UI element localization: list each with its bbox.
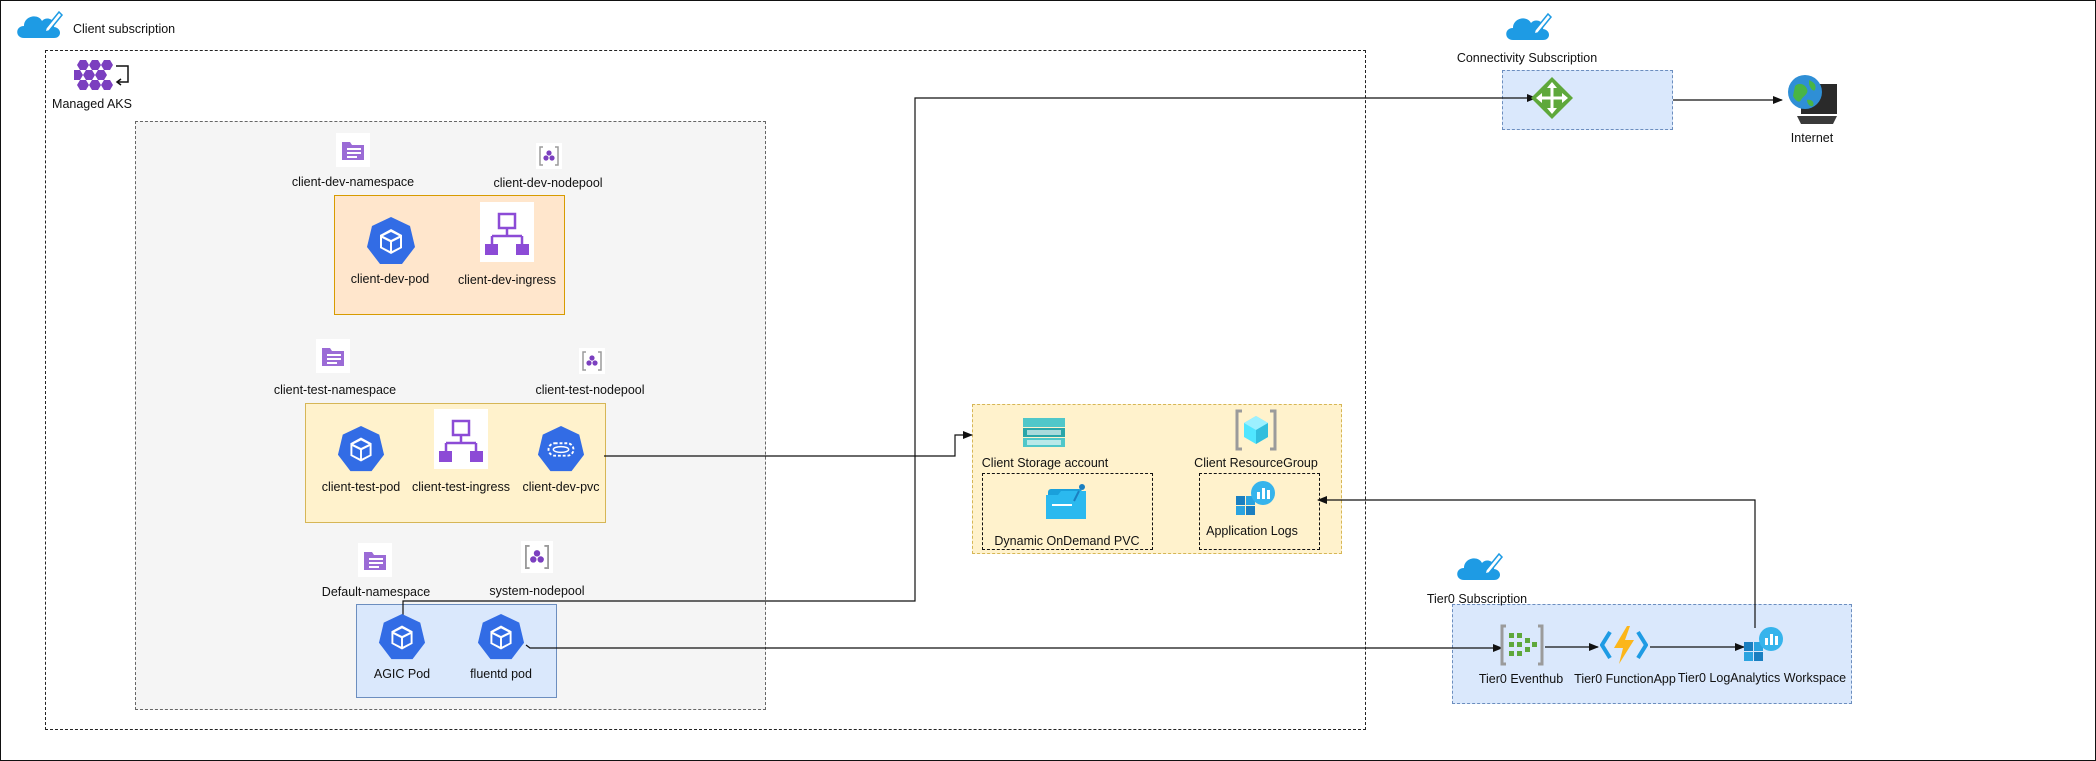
- namespace-icon: [316, 339, 350, 373]
- storage-account-label: Client Storage account: [981, 456, 1109, 470]
- azure-badge-text: Azure: [1465, 579, 1488, 588]
- loganalytics-label: Tier0 LogAnalytics Workspace: [1677, 671, 1847, 685]
- dynamic-pvc-label: Dynamic OnDemand PVC: [994, 534, 1140, 548]
- nodepool-icon: [521, 541, 553, 573]
- azure-badge-text: Azure: [1514, 39, 1537, 48]
- namespace-icon: [358, 543, 392, 577]
- dev-namespace-label: client-dev-namespace: [291, 175, 415, 189]
- connector-pvc-to-storage: [604, 431, 973, 457]
- kubernetes-pod-icon: [337, 425, 385, 472]
- firewall-icon: [1531, 77, 1573, 119]
- dynamic-pvc-box: [982, 473, 1153, 550]
- dev-pvc-label: client-dev-pvc: [522, 480, 600, 494]
- connector-agic-to-firewall: [402, 94, 1537, 615]
- eventhub-label: Tier0 Eventhub: [1478, 672, 1564, 686]
- function-app-icon: [1600, 626, 1648, 664]
- test-namespace-label: client-test-namespace: [273, 383, 397, 397]
- resource-group-label: Client ResourceGroup: [1194, 456, 1318, 470]
- test-ingress-label: client-test-ingress: [412, 480, 510, 494]
- log-analytics-icon: [1744, 627, 1783, 661]
- kubernetes-pod-icon: [367, 217, 415, 264]
- nodepool-icon: [536, 143, 562, 169]
- dev-pod-label: client-dev-pod: [350, 272, 430, 286]
- storage-account-icon: [1023, 418, 1065, 447]
- resource-group-icon: [1235, 409, 1277, 451]
- eventhub-icon: [1500, 624, 1544, 666]
- managed-aks-label: Managed AKS: [52, 97, 132, 111]
- internet-label: Internet: [1790, 131, 1834, 145]
- kubernetes-pod-icon: [477, 613, 525, 660]
- client-subscription-title: Client subscription: [73, 22, 176, 36]
- fluentd-pod-label: fluentd pod: [470, 667, 532, 681]
- ingress-icon: [434, 409, 488, 469]
- dev-ingress-label: client-dev-ingress: [458, 273, 556, 287]
- system-nodepool-label: system-nodepool: [489, 584, 585, 598]
- file-share-icon: [1046, 484, 1086, 519]
- internet-globe-icon: [1788, 75, 1837, 124]
- application-logs-box: [1199, 473, 1320, 550]
- ingress-icon: [480, 202, 534, 262]
- namespace-icon: [336, 133, 370, 167]
- test-pod-label: client-test-pod: [321, 480, 401, 494]
- client-subscription-boundary: [45, 50, 1366, 730]
- connectivity-subscription-label: Connectivity Subscription: [1456, 51, 1598, 65]
- test-nodepool-label: client-test-nodepool: [535, 383, 645, 397]
- tier0-subscription-label: Tier0 Subscription: [1426, 592, 1528, 606]
- kubernetes-pod-icon: [378, 613, 426, 660]
- functionapp-label: Tier0 FunctionApp: [1574, 672, 1676, 686]
- azure-cloud-icon: Azure: [1457, 552, 1504, 588]
- azure-cloud-icon: Azure: [17, 10, 64, 46]
- azure-cloud-icon: Azure: [1506, 12, 1553, 48]
- azure-badge-text: Azure: [25, 37, 48, 46]
- dev-nodepool-label: client-dev-nodepool: [493, 176, 603, 190]
- connector-loganalytics-to-applogs: [1317, 496, 1756, 628]
- persistent-volume-claim-icon: [537, 425, 585, 472]
- default-namespace-label: Default-namespace: [321, 585, 431, 599]
- nodepool-icon: [579, 348, 605, 374]
- aks-cluster-icon: [74, 60, 129, 90]
- application-logs-label: Application Logs: [1206, 524, 1298, 538]
- agic-pod-label: AGIC Pod: [373, 667, 431, 681]
- connector-fluentd-to-eventhub: [525, 644, 1503, 652]
- log-analytics-icon: [1236, 481, 1275, 515]
